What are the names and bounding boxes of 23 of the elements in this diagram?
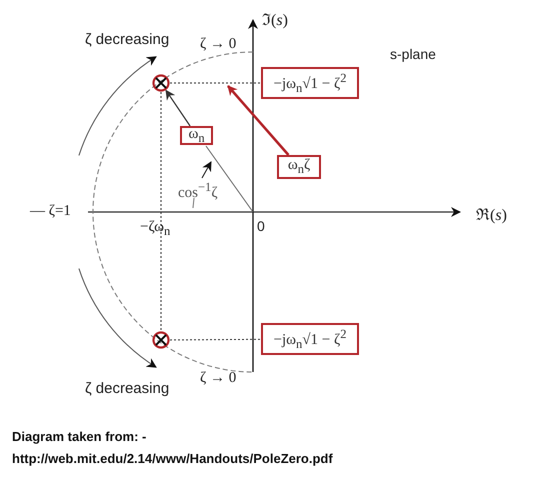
caption: Diagram taken from: - http://web.mit.edu/2.14/www/Handouts/PoleZero.pdf: [12, 428, 334, 468]
dotted-line: [160, 92, 162, 332]
axis-label: ζ → 0: [200, 370, 236, 387]
formula-box: ω$_{n}$ζ: [277, 155, 321, 179]
pole-marker: [152, 74, 170, 92]
formula-box: −jω$_{n}$√1 − ζ$^{2}$: [261, 67, 359, 99]
axis-label: ζ decreasing: [85, 380, 170, 397]
axis-label: ζ → 0: [200, 36, 236, 53]
formula-box: ω$_{n}$: [180, 126, 213, 145]
arrow: [165, 90, 191, 126]
axis-label: — ζ=1: [30, 203, 71, 220]
axis-label: −ζω$_{n}$: [140, 219, 170, 239]
dotted-line: [170, 338, 262, 340]
axis-label: ℜ(s): [476, 206, 507, 225]
axis-label: 0: [257, 218, 265, 234]
axis-label: ζ decreasing: [85, 31, 170, 48]
axis-label: cos$^{−1}$ζ: [178, 180, 218, 202]
axis-label: ℑ(s): [262, 11, 288, 30]
dotted-line: [170, 82, 262, 84]
formula-box: −jω$_{n}$√1 − ζ$^{2}$: [261, 323, 359, 355]
arrow: [227, 85, 290, 156]
axis-label: s-plane: [390, 46, 436, 62]
pole-marker: [152, 331, 170, 349]
